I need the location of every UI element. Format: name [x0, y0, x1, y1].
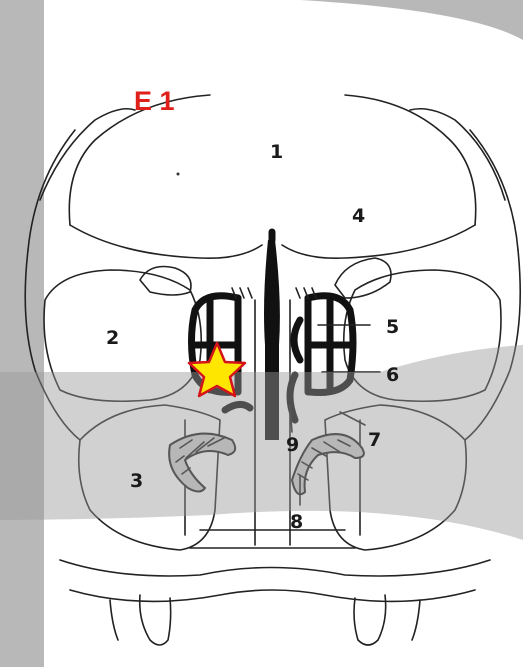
label-2: 2: [106, 327, 119, 349]
label-1: 1: [270, 141, 283, 163]
label-3: 3: [130, 470, 143, 492]
label-4: 4: [352, 205, 365, 227]
label-5: 5: [386, 316, 399, 338]
label-6: 6: [386, 364, 399, 386]
diagram-title: E 1: [134, 86, 175, 116]
label-8: 8: [290, 511, 303, 533]
label-7: 7: [368, 429, 381, 451]
label-9: 9: [286, 434, 299, 456]
scan-dot: [177, 173, 180, 176]
